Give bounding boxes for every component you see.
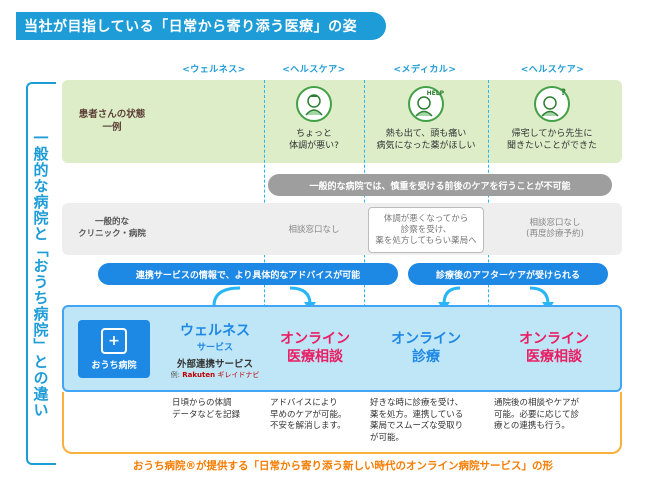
aftercare-banner: 診療後のアフターケアが受けられる — [408, 263, 608, 285]
service-online-consult-1: オンライン 医療相談 — [280, 331, 350, 365]
column-header-healthcare-2: <ヘルスケア> — [520, 65, 585, 75]
description: アドバイスにより 早めのケアが可能。 不安を解消します。 — [270, 398, 347, 431]
footer-caption: おうち病院®が提供する「日常から寄り添う新しい時代のオンライン病院サービス」の形 — [133, 460, 553, 472]
left-frame — [26, 82, 56, 465]
clinic-row — [62, 203, 622, 255]
vertical-title: 一般的な病院と「おうち病院」との違い — [31, 130, 50, 418]
wellness-title: ウェルネス — [180, 323, 250, 339]
clinic-item-box: 体調が悪くなってから 診察を受け、 薬を処方してもらい薬局へ — [368, 207, 484, 253]
patient-item: HELP 熱も出て、頭も痛い 病気になった薬がほしい — [372, 86, 480, 152]
column-header-healthcare-1: <ヘルスケア> — [282, 65, 346, 75]
partner-example: 例: Rakuten ギレイドナビ — [170, 371, 260, 379]
service-description-frame — [62, 392, 622, 454]
ouchi-byoin-logo: + おうち病院 — [78, 320, 150, 378]
page-title: 当社が目指している「日常から寄り添う医療」の姿 — [16, 12, 386, 40]
patient-item-text: 帰宅してから先生に 聞きたいことができた — [506, 129, 597, 151]
patient-item-text: ちょっと 体調が悪い? — [289, 129, 339, 151]
question-person-icon: ? — [534, 86, 570, 122]
clinic-item: 相談窓口なし (再度診療予約) — [526, 218, 584, 239]
arrow-icon — [438, 286, 554, 311]
wellness-sub: サービス — [196, 343, 233, 353]
help-person-icon: HELP — [408, 86, 444, 122]
column-header-wellness: <ウェルネス> — [182, 65, 246, 75]
worried-person-icon — [296, 86, 332, 122]
patient-row-label: 患者さんの状態 一例 — [78, 109, 146, 133]
service-online-consult-2: オンライン 診療 — [391, 331, 461, 365]
description: 通院後の相談やケアが 可能。必要に応じて診 療との連携も行う。 — [494, 398, 580, 431]
patient-item-text: 熱も出て、頭も痛い 病気になった薬がほしい — [376, 129, 476, 151]
column-header-medical: <メディカル> — [393, 65, 457, 75]
partner-service-label: 外部連携サービス — [176, 359, 253, 370]
patient-row — [62, 80, 622, 163]
wellness-service: ウェルネス サービス 外部連携サービス 例: Rakuten ギレイドナビ — [166, 322, 264, 380]
service-online-consult-3: オンライン 医療相談 — [519, 331, 589, 365]
linked-service-banner: 連携サービスの情報で、より具体的なアドバイスが可能 — [98, 263, 398, 285]
clinic-row-label: 一般的な クリニック・病院 — [78, 217, 146, 239]
description: 日頃からの体調 データなどを記録 — [172, 398, 241, 420]
patient-item: ? 帰宅してから先生に 聞きたいことができた — [496, 86, 608, 152]
patient-item: ちょっと 体調が悪い? — [284, 86, 344, 152]
description: 好きな時に診療を受け、 薬を処方。連携している 薬局でスムーズな受取り が可能。 — [370, 398, 464, 443]
general-hospital-banner: 一般的な病院では、慎重を受ける前後のケアを行うことが不可能 — [268, 174, 612, 196]
clinic-item: 相談窓口なし — [288, 225, 340, 235]
clinic-item: 体調が悪くなってから 診察を受け、 薬を処方してもらい薬局へ — [375, 213, 477, 246]
hospital-logo-icon: + — [101, 327, 127, 354]
online-hospital-row — [62, 305, 622, 392]
